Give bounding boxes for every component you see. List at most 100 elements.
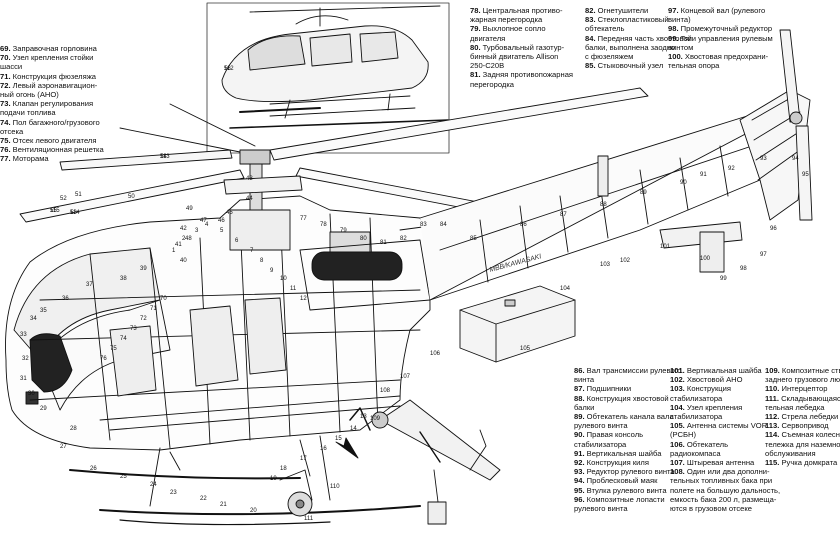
legend-item-text: тележка для наземного — [765, 439, 840, 449]
callout-number: 46 — [218, 218, 225, 224]
legend-item: отсека — [0, 127, 112, 136]
callout-number: 115 — [50, 208, 60, 214]
callout-number: 109 — [370, 416, 381, 422]
legend-item: обтекатель — [585, 24, 667, 33]
legend-item-number: 83. — [585, 15, 598, 25]
callout-number: 43 — [246, 176, 253, 182]
legend-item: 86. Вал трансмиссии рулевого — [574, 366, 682, 375]
legend-item-number: 71. — [0, 71, 13, 81]
legend-item: радиокомпаса — [670, 449, 765, 458]
legend-item: ются в грузовом отсеке — [670, 504, 765, 513]
legend-item: 81. Задняя противопожарная — [470, 70, 578, 79]
legend-item-number: 80. — [470, 42, 483, 52]
legend-item-text: стабилизатора — [574, 439, 627, 449]
legend-item: 101. Вертикальная шайба — [670, 366, 765, 375]
legend-item-number: 91. — [574, 448, 587, 458]
legend-item: балки — [574, 403, 669, 412]
callout-number: 51 — [75, 192, 82, 198]
legend-item-text: Заправочная горловина — [12, 44, 97, 53]
legend-item: 80. Турбовальный газотур- — [470, 43, 578, 52]
callout-number: 3 — [195, 228, 199, 234]
legend-item-text: стабилизатора — [670, 393, 723, 403]
callout-number: 10 — [280, 276, 287, 282]
legend-item: тельных топливных бака при — [670, 476, 772, 485]
callout-number: 4 — [205, 222, 209, 228]
legend-item: 96. Композитные лопасти — [574, 495, 669, 504]
legend-item: 85. Стыковочный узел — [585, 61, 667, 70]
legend-item-number: 73. — [0, 99, 13, 109]
legend-item-text: Обтекатель — [686, 439, 729, 449]
legend-item-text: Конструкция киля — [586, 458, 649, 468]
legend-item-number: 74. — [0, 117, 13, 127]
legend-item: 111. Складывающаяся спас — [765, 394, 840, 403]
legend-item-text: Стрела лебедки — [781, 412, 839, 422]
legend-item-text: емкость бака 200 л, размеща- — [670, 494, 777, 504]
callout-number: 93 — [760, 156, 767, 162]
callout-number: 55 — [50, 208, 57, 214]
callout-number: 111 — [304, 516, 314, 522]
rescue-winch — [349, 399, 501, 525]
legend-item-number: 81. — [470, 70, 483, 80]
direction-arrow — [335, 437, 359, 459]
legend-item: 90. Правая консоль — [574, 430, 669, 439]
legend-item-text: Редуктор рулевого винта — [586, 467, 675, 477]
legend-item: 115. Ручка домкрата — [765, 458, 840, 467]
callout-number: 97 — [760, 252, 767, 258]
callout-number: 84 — [440, 222, 447, 228]
legend-item: 103. Конструкция — [670, 384, 765, 393]
legend-item-number: 104. — [670, 402, 687, 412]
legend-item-number: 82. — [585, 6, 598, 15]
legend-item-number: 76. — [0, 145, 13, 155]
legend-item-text: Узел крепления стойки — [12, 53, 94, 63]
legend-item-text: Конструкция хвостовой — [586, 393, 669, 403]
legend-item-text: стабилизатора — [670, 412, 723, 422]
legend-item-text: Конструкция фюзеляжа — [12, 71, 97, 81]
callout-number: 83 — [420, 222, 427, 228]
legend-item: 82. Огнетушители — [585, 6, 667, 15]
callout-number: 78 — [320, 222, 327, 228]
callout-number: 48 — [185, 236, 192, 242]
legend-item-number: 90. — [574, 430, 587, 440]
legend-item: 102. Хвостовой АНО — [670, 375, 765, 384]
legend-item: подачи топлива — [0, 108, 112, 117]
legend-item-text: винта) — [668, 15, 691, 25]
legend-item-number: 112. — [765, 412, 782, 422]
callout-number: 5 — [220, 228, 224, 234]
legend-item-number: 113. — [765, 421, 782, 431]
legend-item-number: 87. — [574, 384, 587, 394]
legend-item-text: Штыревая антенна — [686, 458, 755, 468]
legend-item-number: 97. — [668, 6, 681, 15]
callout-number: 101 — [660, 244, 671, 250]
legend-item: 78. Центральная противо- — [470, 6, 578, 15]
legend-item-text: Композитные лопасти — [586, 494, 665, 504]
legend-item-number: 88. — [574, 393, 587, 403]
legend-item-number: 85. — [585, 61, 598, 71]
legend-item: винта) — [668, 15, 768, 24]
legend-item: 71. Конструкция фюзеляжа — [0, 72, 112, 81]
legend-item: 110. Интерцептор — [765, 384, 840, 393]
legend-item: рулевого винта — [574, 421, 669, 430]
aux-fuel-tank — [459, 285, 576, 363]
callout-number: 92 — [728, 166, 735, 172]
callout-number: 12 — [300, 296, 307, 302]
callout-number: 79 — [340, 228, 347, 234]
callout-number: 89 — [640, 190, 647, 196]
legend-item: рулевого винта — [574, 504, 669, 513]
legend-item-text: рулевого винта — [574, 421, 628, 431]
callout-number: 22 — [200, 496, 207, 502]
legend-item-text: Складывающаяся спас — [781, 393, 840, 403]
callout-number: 110 — [330, 484, 340, 490]
legend-item-text: Обтекатель канала вала — [586, 412, 674, 422]
legend-item: двигателя — [470, 34, 578, 43]
callout-number: 112 — [224, 66, 234, 72]
callout-number: 72 — [140, 316, 147, 322]
callout-number: 71 — [150, 306, 157, 312]
legend-item-number: 89. — [574, 412, 587, 422]
legend-bottom-3: 109. Композитные створкизаднего грузовог… — [765, 366, 840, 467]
callout-number: 96 — [770, 226, 777, 232]
legend-item-text: шасси — [0, 62, 23, 72]
callout-number: 9 — [270, 268, 274, 274]
callout-number: 107 — [400, 374, 411, 380]
callout-number: 108 — [380, 388, 391, 394]
